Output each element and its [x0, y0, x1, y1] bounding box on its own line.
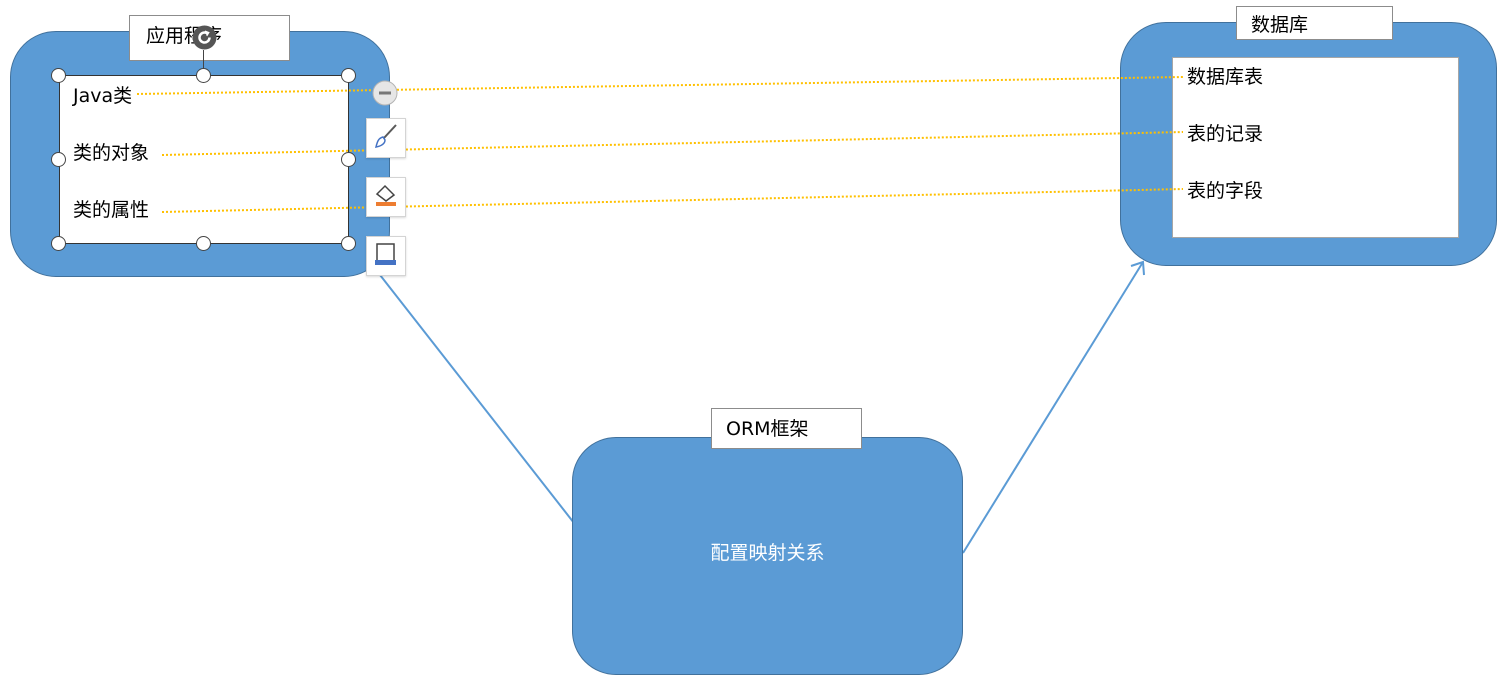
rotate-handle-stem [203, 50, 204, 69]
resize-handle-bottom-left[interactable] [51, 236, 66, 251]
resize-handle-top-right[interactable] [341, 68, 356, 83]
db-item-field: 表的字段 [1187, 180, 1264, 202]
fill-color-button[interactable] [366, 177, 406, 217]
db-item-record: 表的记录 [1187, 123, 1264, 145]
app-item-java-class: Java类 [73, 85, 133, 107]
fill-icon [372, 181, 400, 213]
collapse-icon[interactable] [372, 80, 398, 106]
db-item-table: 数据库表 [1187, 66, 1264, 88]
resize-handle-bottom-right[interactable] [341, 236, 356, 251]
orm-title: ORM框架 [726, 418, 809, 440]
resize-handle-middle-right[interactable] [341, 152, 356, 167]
db-title: 数据库 [1251, 14, 1309, 36]
app-item-class-attribute: 类的属性 [73, 199, 150, 221]
app-item-class-object: 类的对象 [73, 142, 150, 164]
resize-handle-top-center[interactable] [196, 68, 211, 83]
outline-color-button[interactable] [366, 236, 406, 276]
connector-app-to-orm[interactable] [379, 274, 575, 524]
resize-handle-top-left[interactable] [51, 68, 66, 83]
style-brush-button[interactable] [366, 118, 406, 158]
connector-orm-to-db[interactable] [962, 261, 1144, 554]
resize-handle-middle-left[interactable] [51, 152, 66, 167]
outline-icon [372, 240, 400, 272]
orm-container-shape[interactable] [572, 437, 963, 675]
resize-handle-bottom-center[interactable] [196, 236, 211, 251]
orm-content: 配置映射关系 [710, 542, 825, 564]
db-title-box[interactable]: 数据库 [1236, 6, 1393, 40]
connector-arrowhead [1130, 260, 1145, 276]
orm-title-box[interactable]: ORM框架 [711, 408, 862, 449]
brush-icon [372, 122, 400, 154]
rotate-icon[interactable] [191, 24, 218, 51]
